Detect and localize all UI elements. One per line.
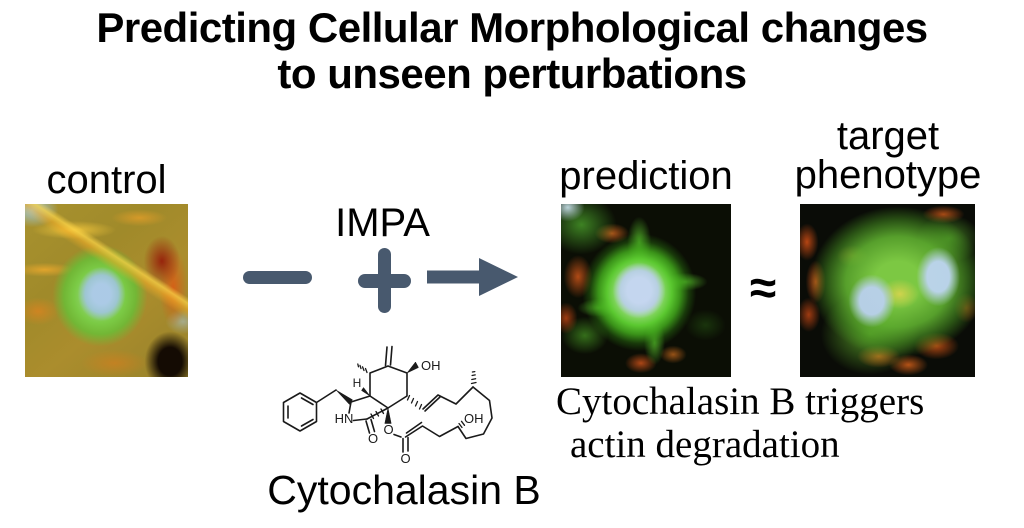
atom-label-o-lactam: O — [368, 431, 378, 446]
atom-label-h: H — [353, 376, 362, 390]
caption-line-1: Cytochalasin B triggers — [556, 380, 925, 423]
cytochalasin-b-structure: OH H HN O O O OH — [282, 345, 493, 466]
target-cell-image — [800, 204, 975, 377]
atom-label-oh-macrocycle: OH — [464, 411, 484, 426]
target-label-line-2: phenotype — [794, 153, 982, 197]
molecule-hashed-bonds — [357, 363, 477, 429]
approx-equal-symbol: ≈ — [749, 262, 777, 315]
atom-label-hn: HN — [335, 411, 354, 426]
atom-label-o-ester: O — [383, 422, 393, 437]
title-line-1: Predicting Cellular Morphological change… — [96, 4, 928, 51]
control-label: control — [46, 158, 167, 202]
molecule-name-label: Cytochalasin B — [267, 467, 541, 513]
molecule-wedge-bonds — [335, 361, 419, 424]
title-line-2: to unseen perturbations — [277, 50, 747, 97]
atom-label-o-carbonyl: O — [400, 451, 410, 466]
plus-vertical-bar — [377, 248, 391, 313]
arrow-right-icon — [427, 258, 518, 296]
control-cell-image — [25, 204, 188, 377]
impa-model-label: IMPA — [335, 201, 430, 245]
caption-line-2: actin degradation — [570, 423, 840, 466]
target-label-line-1: target — [836, 114, 940, 158]
atom-label-oh-top: OH — [421, 358, 441, 373]
minus-icon — [243, 271, 312, 284]
prediction-label: prediction — [559, 154, 733, 198]
figure-title: Predicting Cellular Morphological change… — [0, 5, 1024, 97]
plus-icon — [358, 248, 411, 313]
mechanism-caption: Cytochalasin B triggers actin degradatio… — [556, 380, 986, 466]
prediction-cell-image — [561, 204, 731, 377]
target-phenotype-label: target phenotype — [790, 114, 986, 197]
